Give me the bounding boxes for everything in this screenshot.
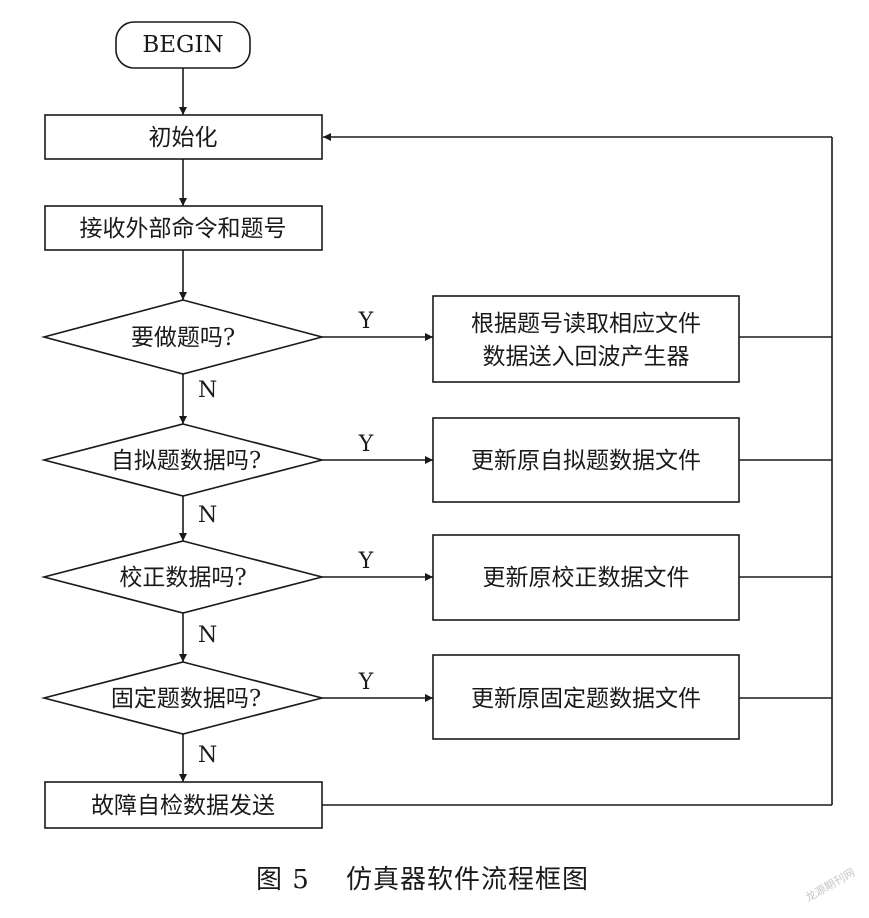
no-label-calibration: N — [198, 623, 217, 648]
action-custom-box — [432, 417, 740, 503]
self-check-label: 故障自检数据发送 — [91, 793, 275, 819]
action-fixed-label: 更新原固定题数据文件 — [471, 686, 701, 712]
no-label-fixed: N — [198, 743, 217, 768]
edges — [179, 68, 833, 806]
action-custom-label: 更新原自拟题数据文件 — [471, 448, 701, 474]
receive-label: 接收外部命令和题号 — [80, 216, 287, 242]
decision-custom-diamond — [40, 423, 326, 497]
action-question-label-line1: 根据题号读取相应文件 — [471, 311, 701, 337]
watermark-text: 龙源期刊网 — [803, 865, 858, 905]
caption-title: 仿真器软件流程框图 — [346, 865, 589, 895]
action-question-box — [432, 295, 740, 383]
decision-calibration-label: 校正数据吗? — [119, 565, 246, 591]
receive-box — [44, 205, 323, 251]
decision-question-diamond — [40, 299, 326, 375]
decision-calibration-diamond — [40, 540, 326, 614]
yes-label-question: Y — [358, 309, 374, 334]
yes-label-custom: Y — [358, 432, 374, 457]
action-calibration-box — [432, 534, 740, 621]
no-label-question: N — [198, 378, 217, 403]
action-fixed-box — [432, 654, 740, 740]
caption-label: 图 5 — [256, 865, 310, 895]
nodes: BEGIN 初始化 接收外部命令和题号 要做题吗? 根据题号读取相应文件 数据送… — [40, 21, 740, 829]
action-calibration-label: 更新原校正数据文件 — [483, 565, 690, 591]
edge-labels: Y Y Y Y N N N N — [198, 309, 374, 768]
decision-fixed-label: 固定题数据吗? — [111, 686, 261, 712]
begin-terminal — [115, 21, 251, 69]
figure-caption: 图 5 仿真器软件流程框图 — [256, 865, 589, 895]
self-check-box — [44, 781, 323, 829]
action-question-label-line2: 数据送入回波产生器 — [483, 344, 690, 370]
decision-fixed-diamond — [40, 661, 326, 735]
yes-label-fixed: Y — [358, 670, 374, 695]
begin-label: BEGIN — [142, 32, 223, 58]
init-label: 初始化 — [149, 125, 218, 151]
no-label-custom: N — [198, 503, 217, 528]
decision-question-label: 要做题吗? — [131, 325, 235, 351]
yes-label-calibration: Y — [358, 549, 374, 574]
decision-custom-label: 自拟题数据吗? — [111, 448, 261, 474]
init-box — [44, 114, 323, 160]
